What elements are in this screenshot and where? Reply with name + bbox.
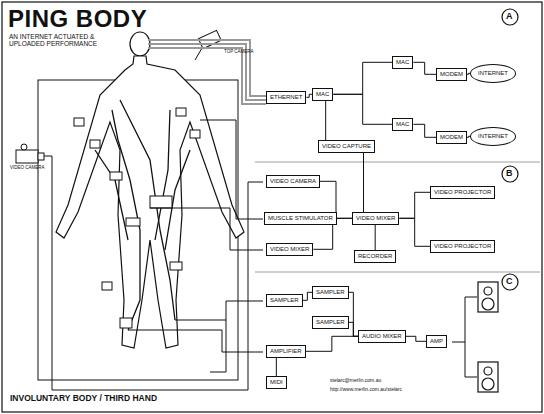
electrode-pads: [74, 108, 200, 328]
device-box: VIDEO PROJECTOR: [430, 186, 495, 199]
device-label: MUSCLE STIMULATOR: [268, 215, 333, 222]
device-label: VIDEO CAMERA: [270, 178, 316, 185]
device-box: AMP: [426, 335, 447, 348]
device-box: SAMPLER: [312, 286, 349, 299]
device-label: VIDEO PROJECTOR: [434, 243, 491, 250]
device-label: MAC: [396, 59, 409, 66]
camera-label: TOP CAMERA: [224, 50, 254, 55]
signal-connector: [413, 124, 436, 137]
contact-url: http://www.merlin.com.au/stelarc: [330, 387, 402, 393]
signal-connector: [349, 322, 358, 336]
signal-connector: [349, 292, 358, 336]
network-oval: INTERNET: [470, 64, 516, 83]
device-label: SAMPLER: [270, 297, 299, 304]
signal-connector: [413, 62, 436, 74]
section-circle: [502, 9, 518, 290]
device-label: VIDEO CAPTURE: [322, 143, 371, 150]
device-label: AMP: [430, 338, 443, 345]
device-label: INTERNET: [478, 133, 508, 140]
camera-label: VIDEO CAMERA: [10, 166, 45, 171]
device-label: MODEM: [440, 71, 463, 78]
video-camera-icon: [16, 144, 44, 163]
device-box: MAC: [392, 56, 413, 69]
camera-icon: [195, 30, 221, 60]
device-label: AUDIO MIXER: [362, 333, 402, 340]
device-box: SAMPLER: [266, 294, 303, 307]
device-label: MAC: [316, 91, 329, 98]
section-letter: C: [506, 277, 513, 287]
signal-connector: [406, 336, 426, 341]
speaker-icon: [478, 282, 498, 392]
signal-connector: [333, 62, 392, 94]
device-box: AUDIO MIXER: [358, 330, 406, 343]
device-box: VIDEO MIXER: [266, 243, 313, 256]
device-label: AMPLIFIER: [270, 348, 302, 355]
device-box: MAC: [312, 88, 333, 101]
subtitle: AN INTERNET ACTUATED & UPLOADED PERFORMA…: [9, 33, 101, 47]
device-box: VIDEO PROJECTOR: [430, 240, 495, 253]
device-box: VIDEO MIXER: [352, 212, 399, 225]
device-box: MUSCLE STIMULATOR: [264, 212, 337, 225]
section-letter: A: [506, 12, 513, 22]
cable-bundle: [148, 40, 266, 104]
device-box: VIDEO CAPTURE: [318, 140, 375, 153]
device-label: INTERNET: [478, 70, 508, 77]
contact-email: stelarc@merlin.com.au: [330, 378, 381, 384]
device-box: MODEM: [436, 68, 467, 81]
signal-connector: [399, 218, 430, 246]
diagram-title: PING BODY: [8, 6, 147, 32]
device-label: SAMPLER: [316, 319, 345, 326]
stimulator-wires: [44, 120, 263, 390]
device-label: ETHERNET: [270, 94, 302, 101]
section-letter: B: [506, 169, 513, 179]
device-box: MIDI: [266, 376, 287, 389]
signal-connector: [375, 225, 376, 250]
section-divider: [255, 162, 540, 163]
device-label: VIDEO MIXER: [356, 215, 395, 222]
human-body: [56, 32, 244, 348]
electrode-wires: [95, 100, 190, 330]
footer-title: INVOLUNTARY BODY / THIRD HAND: [10, 394, 157, 403]
signal-connector: [303, 292, 312, 300]
device-box: MAC: [392, 118, 413, 131]
signal-connector: [333, 94, 392, 124]
device-label: MIDI: [270, 379, 283, 386]
device-box: AMPLIFIER: [266, 345, 306, 358]
signal-connector: [276, 358, 277, 376]
device-label: RECORDER: [358, 253, 392, 260]
device-box: SAMPLER: [312, 316, 349, 329]
speaker-wires: [452, 297, 477, 377]
device-label: SAMPLER: [316, 289, 345, 296]
device-box: RECORDER: [354, 250, 396, 263]
device-label: MAC: [396, 121, 409, 128]
section-divider: [255, 272, 540, 273]
device-label: MODEM: [440, 134, 463, 141]
device-box: VIDEO CAMERA: [266, 175, 320, 188]
device-label: VIDEO MIXER: [270, 246, 309, 253]
network-oval: INTERNET: [470, 127, 516, 146]
device-box: MODEM: [436, 131, 467, 144]
signal-connector: [325, 101, 326, 140]
device-box: ETHERNET: [266, 91, 306, 104]
signal-connector: [399, 192, 430, 218]
signal-connector: [363, 153, 364, 212]
signal-connector: [306, 336, 358, 351]
device-label: VIDEO PROJECTOR: [434, 189, 491, 196]
